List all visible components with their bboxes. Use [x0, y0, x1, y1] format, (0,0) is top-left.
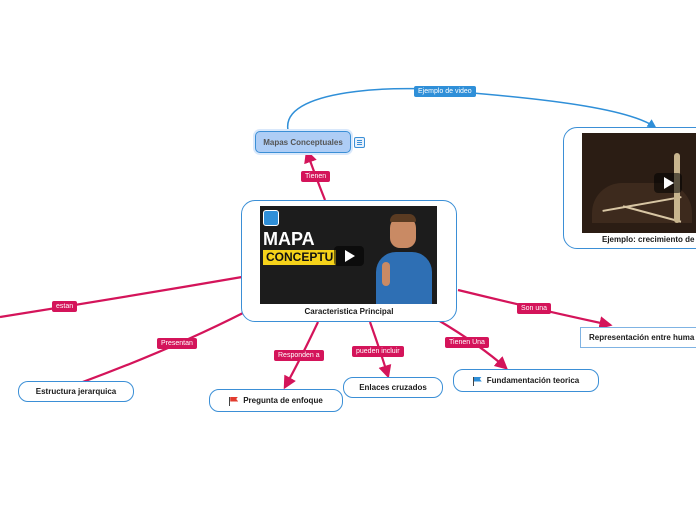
- notes-icon[interactable]: [354, 137, 365, 148]
- link-estan: [0, 275, 243, 319]
- video-thumbnail-mapa[interactable]: MAPA CONCEPTU: [260, 206, 437, 304]
- flag-icon: [472, 376, 482, 386]
- play-icon-2[interactable]: [664, 177, 674, 189]
- label-presentan[interactable]: Presentan: [157, 338, 197, 349]
- node-estructura[interactable]: Estructura jerarquica: [18, 381, 134, 402]
- presenter-figure: [376, 212, 432, 304]
- node-pregunta[interactable]: Pregunta de enfoque: [209, 389, 343, 412]
- node-enlaces[interactable]: Enlaces cruzados: [343, 377, 443, 398]
- thumb-title-1: MAPA: [263, 229, 315, 249]
- play-icon[interactable]: [345, 250, 355, 262]
- node-enlaces-text: Enlaces cruzados: [359, 383, 427, 392]
- node-video-text: Ejemplo: crecimiento de: [602, 235, 695, 244]
- label-responden[interactable]: Responden a: [274, 350, 324, 361]
- flag-icon: [229, 396, 238, 406]
- label-tienen[interactable]: Tienen: [301, 171, 331, 182]
- node-estructura-text: Estructura jerarquica: [35, 387, 117, 396]
- thumb-title-2: CONCEPTU: [263, 250, 337, 266]
- node-pregunta-text: Pregunta de enfoque: [243, 396, 323, 405]
- label-tienen-una[interactable]: Tienen Una: [445, 337, 489, 348]
- node-mapas-conceptuales-text: Mapas Conceptuales: [263, 137, 343, 147]
- label-estan[interactable]: estan: [52, 301, 78, 312]
- node-representacion[interactable]: Representación entre huma: [580, 327, 696, 348]
- video-thumbnail-crecimiento[interactable]: [582, 133, 696, 233]
- label-pueden[interactable]: pueden incluir: [352, 346, 404, 357]
- node-fundamentacion-text: Fundamentación teorica: [486, 376, 580, 385]
- node-central-text: Caracteristica Principal: [304, 307, 394, 316]
- node-mapas-conceptuales[interactable]: Mapas Conceptuales: [255, 131, 351, 153]
- node-fundamentacion[interactable]: Fundamentación teorica: [453, 369, 599, 392]
- play-logo-icon: [263, 210, 279, 226]
- label-ejemplo-video[interactable]: Ejemplo de video: [414, 86, 476, 97]
- label-son-una[interactable]: Son una: [517, 303, 552, 314]
- node-representacion-text: Representación entre huma: [589, 333, 695, 342]
